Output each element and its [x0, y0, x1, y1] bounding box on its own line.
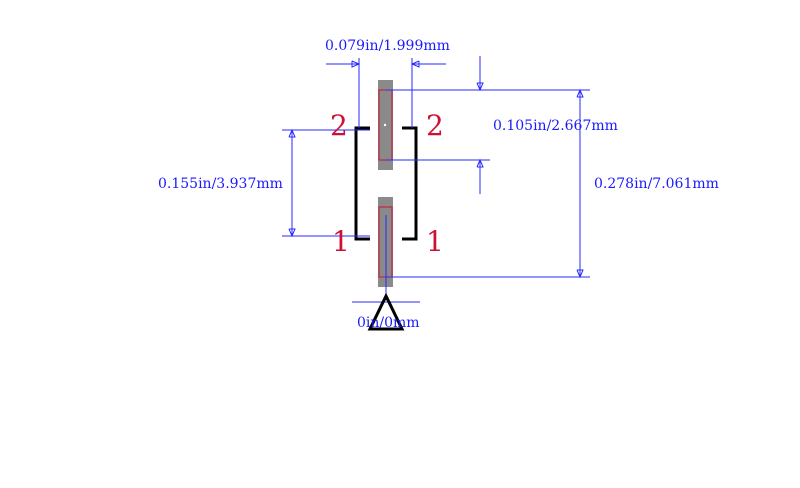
origin-marker: 0in/0mm [352, 215, 420, 331]
dim-pitch-left-label: 0.155in/3.937mm [158, 176, 283, 192]
dim-offset-right: 0.105in/2.667mm [386, 56, 618, 194]
pad-2-outline [378, 89, 393, 161]
dim-overall-height: 0.278in/7.061mm [386, 88, 719, 279]
pin-label-2-left: 2 [330, 109, 348, 142]
pin-label-2-right: 2 [426, 109, 444, 142]
pad-center-dot [383, 123, 387, 127]
dim-offset-right-label: 0.105in/2.667mm [493, 118, 618, 134]
pin-label-1-left: 1 [332, 225, 350, 258]
pin-label-1-right: 1 [426, 225, 444, 258]
dim-pitch-left: 0.155in/3.937mm [158, 128, 370, 238]
dim-overall-height-label: 0.278in/7.061mm [594, 176, 719, 192]
dim-width-top-label: 0.079in/1.999mm [325, 38, 450, 54]
dim-width-top: 0.079in/1.999mm [325, 38, 450, 128]
origin-label: 0in/0mm [357, 315, 420, 331]
origin-triangle-icon [367, 292, 405, 331]
body-outline [354, 126, 418, 241]
